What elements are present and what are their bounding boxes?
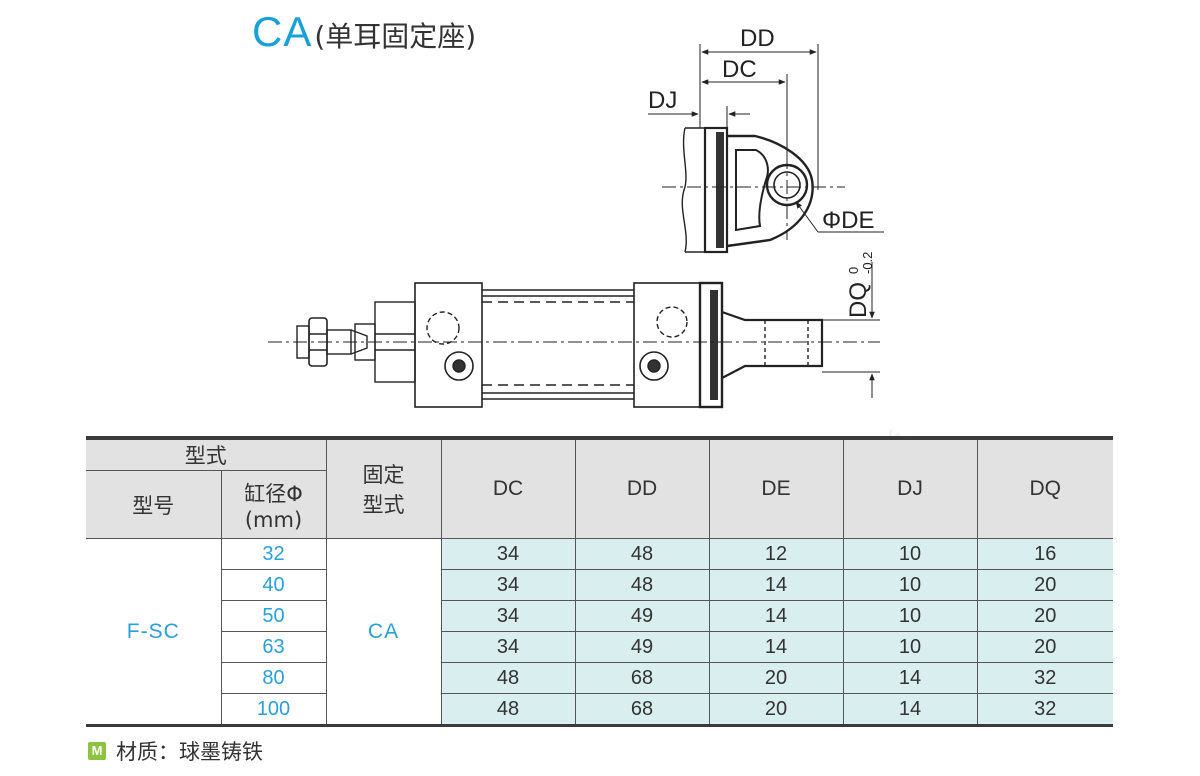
- bore-cell: 32: [220, 538, 327, 570]
- value-cell-dj: 10: [842, 569, 978, 601]
- page-title: CA (单耳固定座): [252, 8, 476, 64]
- header-col-dc: DC: [440, 438, 576, 539]
- label-dc: DC: [722, 56, 757, 83]
- value-cell-dc: 34: [440, 600, 576, 632]
- header-col-dj: DJ: [842, 438, 978, 539]
- header-type-group: 型式: [86, 438, 327, 471]
- value-cell-dq: 32: [976, 662, 1113, 694]
- value-cell-dd: 48: [574, 569, 710, 601]
- value-cell-dq: 20: [976, 631, 1113, 663]
- label-dj: DJ: [648, 87, 677, 114]
- header-mount: 固定 型式: [325, 438, 442, 539]
- value-cell-dj: 10: [842, 538, 978, 570]
- bore-cell: 80: [221, 662, 327, 694]
- material-text: 材质：球墨铸铁: [116, 740, 263, 764]
- bore-cell: 40: [221, 569, 327, 601]
- mount-cell: CA: [325, 538, 442, 726]
- bore-cell: 63: [221, 631, 327, 663]
- value-cell-dd: 48: [574, 538, 710, 570]
- value-cell-de: 20: [708, 693, 844, 726]
- spec-table: 型式 固定 型式 DC DD DE DJ DQ 型号 缸径Φ (mm) F-SC…: [86, 436, 1113, 727]
- title-subtitle: (单耳固定座): [314, 20, 477, 53]
- label-dq-tol-lower: -0.2: [860, 252, 875, 274]
- label-dd: DD: [740, 25, 775, 52]
- value-cell-dj: 10: [842, 631, 978, 663]
- value-cell-de: 14: [708, 600, 844, 632]
- label-de: ΦDE: [822, 207, 875, 234]
- bore-cell: 100: [221, 693, 327, 726]
- header-mount-line2: 型式: [362, 493, 405, 517]
- material-icon: M: [88, 742, 106, 760]
- value-cell-dc: 34: [440, 631, 576, 663]
- header-bore-label: 缸径Φ: [244, 481, 303, 506]
- value-cell-dj: 14: [842, 693, 978, 726]
- title-code: CA: [252, 8, 313, 55]
- value-cell-dc: 48: [440, 693, 576, 726]
- value-cell-dj: 10: [842, 600, 978, 632]
- value-cell-dd: 49: [574, 600, 710, 632]
- technical-drawing: DD DC DJ ΦDE DQ 0 -0.2: [268, 25, 884, 409]
- header-mount-line1: 固定: [362, 463, 405, 487]
- value-cell-dc: 48: [440, 662, 576, 694]
- value-cell-dd: 68: [574, 662, 710, 694]
- header-col-de: DE: [708, 438, 844, 539]
- value-cell-dd: 68: [574, 693, 710, 726]
- material-note: M 材质：球墨铸铁: [88, 736, 263, 766]
- header-model: 型号: [86, 470, 222, 539]
- value-cell-dq: 32: [976, 693, 1113, 726]
- header-col-dq: DQ: [976, 438, 1113, 539]
- value-cell-de: 14: [708, 569, 844, 601]
- value-cell-dj: 14: [842, 662, 978, 694]
- value-cell-dq: 20: [976, 600, 1113, 632]
- value-cell-dd: 49: [574, 631, 710, 663]
- value-cell-dc: 34: [440, 538, 576, 570]
- label-dq-tol-upper: 0: [846, 267, 861, 274]
- value-cell-dc: 34: [440, 569, 576, 601]
- label-dq: DQ: [845, 282, 872, 318]
- value-cell-dq: 20: [976, 569, 1113, 601]
- header-bore-unit: (mm): [244, 507, 303, 532]
- value-cell-de: 20: [708, 662, 844, 694]
- header-col-dd: DD: [574, 438, 710, 539]
- value-cell-dq: 16: [976, 538, 1113, 570]
- model-cell: F-SC: [86, 538, 222, 726]
- value-cell-de: 14: [708, 631, 844, 663]
- header-bore: 缸径Φ (mm): [220, 470, 326, 539]
- value-cell-de: 12: [708, 538, 844, 570]
- bore-cell: 50: [221, 600, 327, 632]
